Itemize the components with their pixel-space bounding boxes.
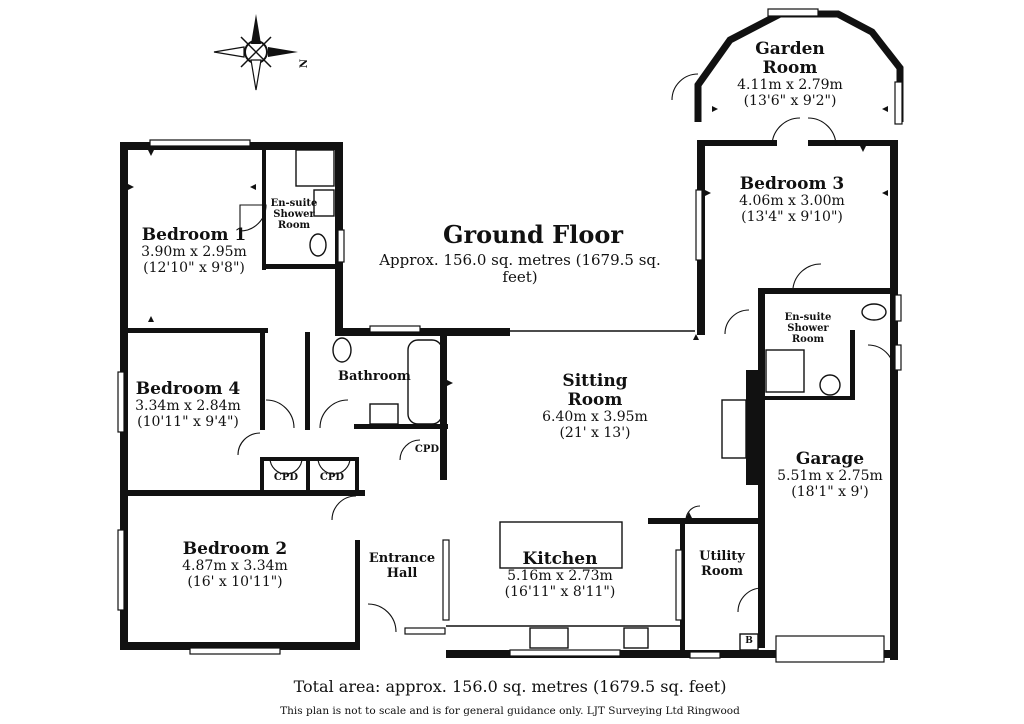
room-dims: 4.11m x 2.79m [737,77,843,94]
room-imperial: (16' x 10'11") [187,573,283,590]
garden-room-walls [694,8,904,125]
room-dims: 4.06m x 3.00m [739,193,845,210]
room-name: Bedroom 4 [135,379,241,399]
room-dims: 5.16m x 2.73m [507,568,613,585]
room-name: Sitting Room [562,371,628,411]
room-dims: 6.40m x 3.95m [542,409,648,426]
room-name: Kitchen [522,549,598,569]
bedroom2-label: Bedroom 2 4.87m x 3.34m (16' x 10'11") [170,539,300,590]
room-imperial: (21' x 13') [559,424,631,441]
utility-room-label: Utility Room [699,549,745,579]
room-dims: 4.87m x 3.34m [182,558,288,575]
room-imperial: (13'4" x 9'10") [741,208,843,225]
room-name: Garage [795,449,865,469]
floor-subtitle: Approx. 156.0 sq. metres (1679.5 sq. fee… [379,251,661,286]
windows [117,139,902,663]
room-name: Bedroom 2 [182,539,288,559]
bathroom-label: Bathroom [338,369,411,384]
room-name: Bedroom 3 [739,174,845,194]
sitting-room-label: Sitting Room 6.40m x 3.95m (21' x 13') [530,371,660,441]
room-dims: 5.51m x 2.75m [777,468,883,485]
doors [237,73,895,633]
room-imperial: (16'11" x 8'11") [504,583,616,600]
cupboard-label: CPD [319,472,345,483]
room-imperial: (13'6" x 9'2") [743,92,837,109]
room-name: Garden Room [755,39,825,79]
garden-room-label: Garden Room 4.11m x 2.79m (13'6" x 9'2") [730,39,850,109]
cupboard-label: CPD [414,444,440,455]
garage-label: Garage 5.51m x 2.75m (18'1" x 9') [770,449,890,500]
room-imperial: (12'10" x 9'8") [143,259,245,276]
bedroom3-label: Bedroom 3 4.06m x 3.00m (13'4" x 9'10") [732,174,852,225]
compass-icon [213,14,298,91]
dimension-markers [128,106,888,518]
fixtures [295,149,887,651]
room-imperial: (18'1" x 9') [791,483,869,500]
room-name: Bedroom 1 [141,225,247,245]
room-imperial: (10'11" x 9'4") [137,413,239,430]
floor-title: Ground Floor [408,220,658,249]
boiler-label: B [745,636,753,646]
room-dims: 3.34m x 2.84m [135,398,241,415]
room-dims: 3.90m x 2.95m [141,244,247,261]
ensuite1-label: En-suite Shower Room [270,198,318,232]
total-area: Total area: approx. 156.0 sq. metres (16… [293,677,727,696]
entrance-hall-label: Entrance Hall [368,551,436,581]
bedroom4-label: Bedroom 4 3.34m x 2.84m (10'11" x 9'4") [128,379,248,430]
kitchen-label: Kitchen 5.16m x 2.73m (16'11" x 8'11") [490,549,630,600]
bedroom1-label: Bedroom 1 3.90m x 2.95m (12'10" x 9'8") [134,225,254,276]
cupboard-label: CPD [273,472,299,483]
floor-title-text: Ground Floor [443,220,623,249]
compass-north-label: N [298,59,310,69]
ensuite2-label: En-suite Shower Room [784,312,832,346]
disclaimer: This plan is not to scale and is for gen… [280,705,740,717]
